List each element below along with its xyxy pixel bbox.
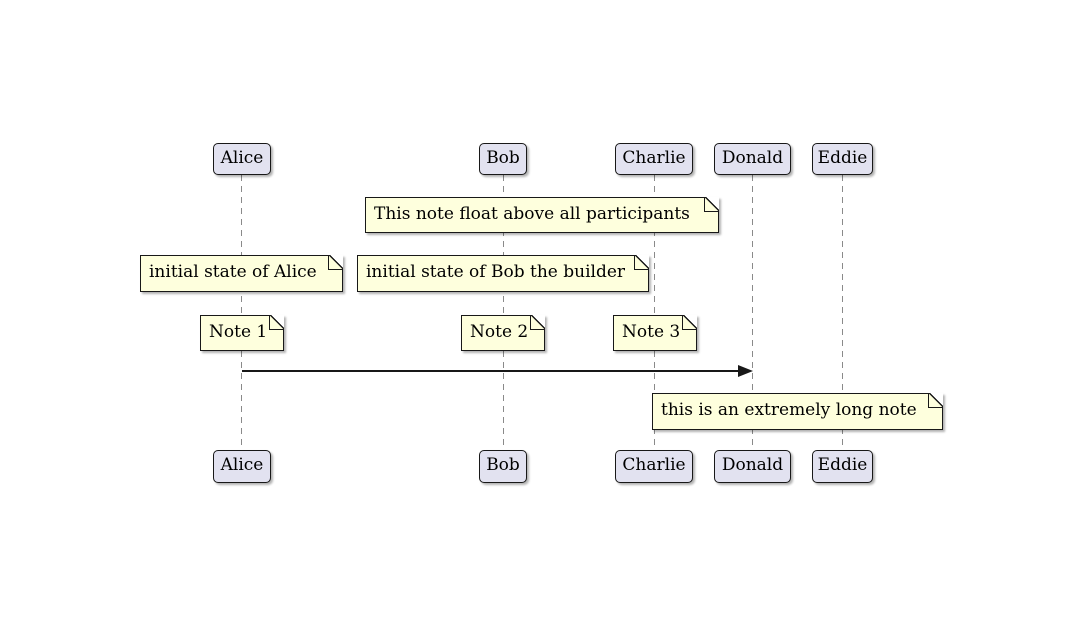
note-text: this is an extremely long note <box>661 400 917 420</box>
note-1: Note 1 <box>200 314 285 351</box>
note-text: Note 3 <box>622 321 681 342</box>
note-initial-state-bob: initial state of Bob the builder <box>357 254 650 292</box>
participant-bob-bottom: Bob <box>479 450 527 483</box>
note-float-above-participants: This note float above all participants <box>365 196 720 233</box>
note-text: Note 1 <box>209 321 268 342</box>
participant-label: Charlie <box>622 147 686 168</box>
participant-label: Donald <box>721 147 784 168</box>
participant-donald-bottom: Donald <box>714 450 791 483</box>
participant-donald-top: Donald <box>714 143 791 175</box>
message-line-alice-to-donald <box>242 370 738 372</box>
note-extremely-long: this is an extremely long note <box>652 392 944 430</box>
note-text: This note float above all participants <box>374 203 690 224</box>
note-text: initial state of Bob the builder <box>366 262 626 282</box>
lifeline-charlie <box>654 175 655 450</box>
lifeline-bob <box>503 175 504 450</box>
participant-charlie-top: Charlie <box>615 143 693 175</box>
participant-label: Charlie <box>622 455 686 475</box>
note-initial-state-alice: initial state of Alice <box>140 254 344 292</box>
participant-alice-top: Alice <box>213 143 271 175</box>
participant-alice-bottom: Alice <box>213 450 271 483</box>
participant-label: Donald <box>721 455 784 475</box>
note-3: Note 3 <box>613 314 698 351</box>
participant-label: Eddie <box>817 147 868 168</box>
note-2: Note 2 <box>461 314 546 351</box>
participant-label: Alice <box>220 455 264 475</box>
note-text: initial state of Alice <box>149 262 317 282</box>
participant-eddie-top: Eddie <box>812 143 873 175</box>
lifeline-eddie <box>842 175 843 450</box>
participant-charlie-bottom: Charlie <box>615 450 693 483</box>
message-arrowhead-icon <box>738 365 753 377</box>
participant-label: Bob <box>486 455 520 475</box>
participant-label: Bob <box>486 147 520 168</box>
lifeline-donald <box>752 175 753 450</box>
participant-label: Alice <box>220 147 264 168</box>
participant-bob-top: Bob <box>479 143 527 175</box>
participant-label: Eddie <box>817 455 868 475</box>
participant-eddie-bottom: Eddie <box>812 450 873 483</box>
note-text: Note 2 <box>470 321 529 342</box>
lifeline-alice <box>241 175 242 450</box>
